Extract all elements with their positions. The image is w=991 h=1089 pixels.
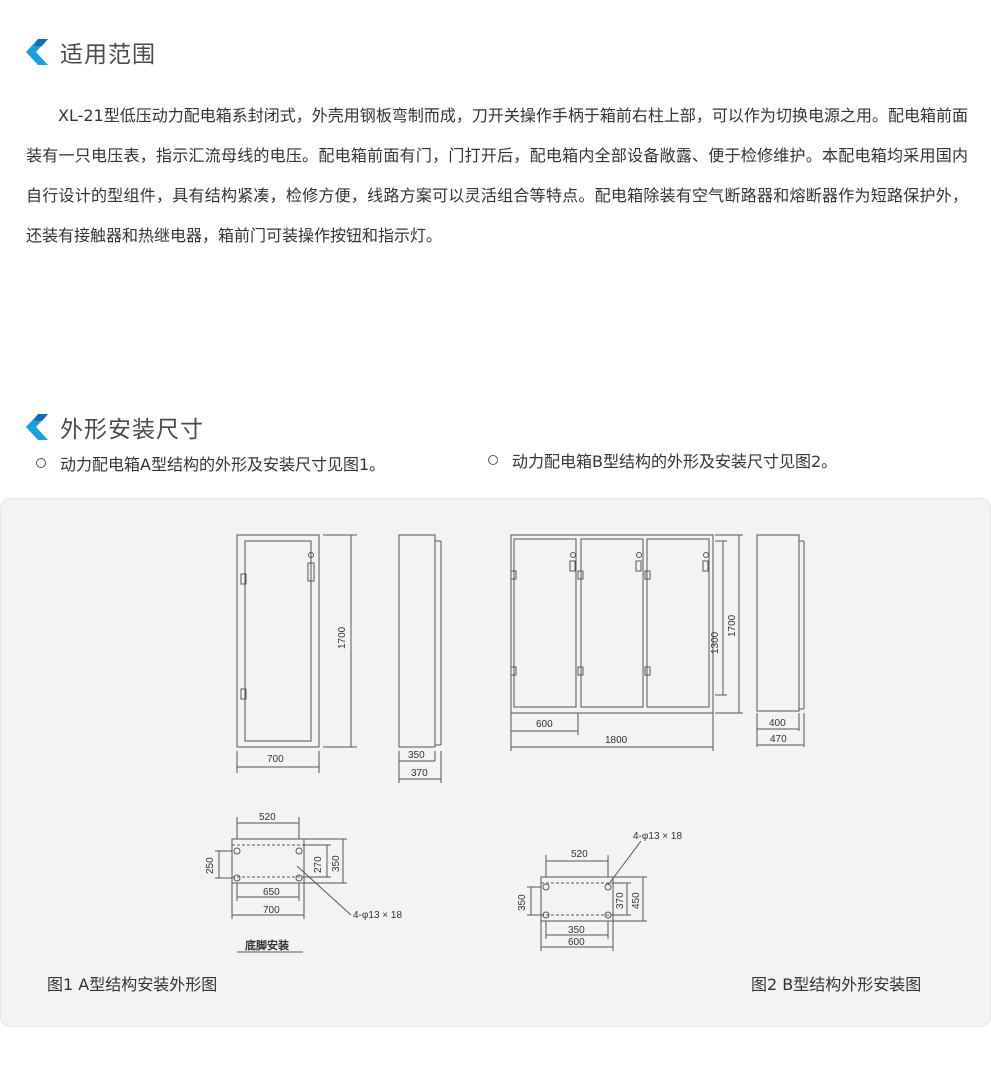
- dim-label: 350: [408, 750, 425, 761]
- figure-caption-1: 图1 A型结构安装外形图: [47, 975, 218, 994]
- dim-label: 270: [313, 856, 324, 873]
- dim-a-width: [236, 751, 320, 773]
- bullet-item: 动力配电箱A型结构的外形及安装尺寸见图1。: [36, 451, 385, 475]
- dim-label: 350: [331, 855, 342, 872]
- dim-label: 700: [267, 754, 284, 765]
- cabinet-b-front: [510, 534, 743, 751]
- dim-label: 1700: [337, 626, 348, 649]
- dim-label: 450: [631, 892, 642, 909]
- dim-label: 4-φ13 × 18: [633, 831, 682, 842]
- intro-paragraph: XL-21型低压动力配电箱系封闭式，外壳用钢板弯制而成，刀开关操作手柄于箱前右柱…: [26, 106, 968, 245]
- dim-label: 520: [259, 812, 276, 823]
- section-title: 适用范围: [60, 42, 156, 68]
- dim-label: 370: [411, 768, 428, 779]
- bullet-text: 动力配电箱B型结构的外形及安装尺寸见图2。: [512, 452, 838, 471]
- cabinet-b-side: [756, 534, 805, 747]
- dim-label: 700: [263, 905, 280, 916]
- bullet-item: 动力配电箱B型结构的外形及安装尺寸见图2。: [488, 448, 837, 472]
- circle-bullet-icon: [36, 458, 46, 468]
- dim-label: 1800: [605, 735, 628, 746]
- section-header-dimensions: 外形安装尺寸: [24, 412, 204, 443]
- cabinet-a-front: [236, 534, 320, 748]
- dim-label: 4-φ13 × 18: [353, 910, 402, 921]
- foot-plan-b: [527, 840, 647, 951]
- dim-label: 370: [615, 892, 626, 909]
- chevron-left-icon: [26, 414, 48, 440]
- foot-install-label: 底脚安装: [245, 938, 289, 952]
- dim-label: 520: [571, 849, 588, 860]
- dim-a-height: [323, 534, 357, 748]
- dim-label: 400: [769, 718, 786, 729]
- section-title: 外形安装尺寸: [60, 417, 204, 443]
- chevron-left-icon: [26, 39, 48, 65]
- dim-label: 600: [568, 937, 585, 948]
- dim-label: 650: [263, 887, 280, 898]
- dim-label: 600: [536, 719, 553, 730]
- dim-label: 470: [770, 734, 787, 745]
- dim-label: 350: [517, 894, 528, 911]
- dim-label: 250: [205, 857, 216, 874]
- circle-bullet-icon: [488, 455, 498, 465]
- foot-plan-a: [215, 817, 352, 953]
- bullet-text: 动力配电箱A型结构的外形及安装尺寸见图1。: [60, 455, 386, 474]
- dim-label: 1700: [727, 614, 738, 637]
- dim-label: 1300: [710, 631, 721, 654]
- technical-drawing: 1700 700 350 370: [205, 534, 805, 953]
- figure-panel: 1700 700 350 370: [0, 498, 991, 1027]
- figure-caption-2: 图2 B型结构外形安装图: [751, 975, 922, 994]
- dim-label: 350: [568, 925, 585, 936]
- cabinet-a-side: [398, 534, 442, 783]
- section-header-scope: 适用范围: [24, 37, 156, 68]
